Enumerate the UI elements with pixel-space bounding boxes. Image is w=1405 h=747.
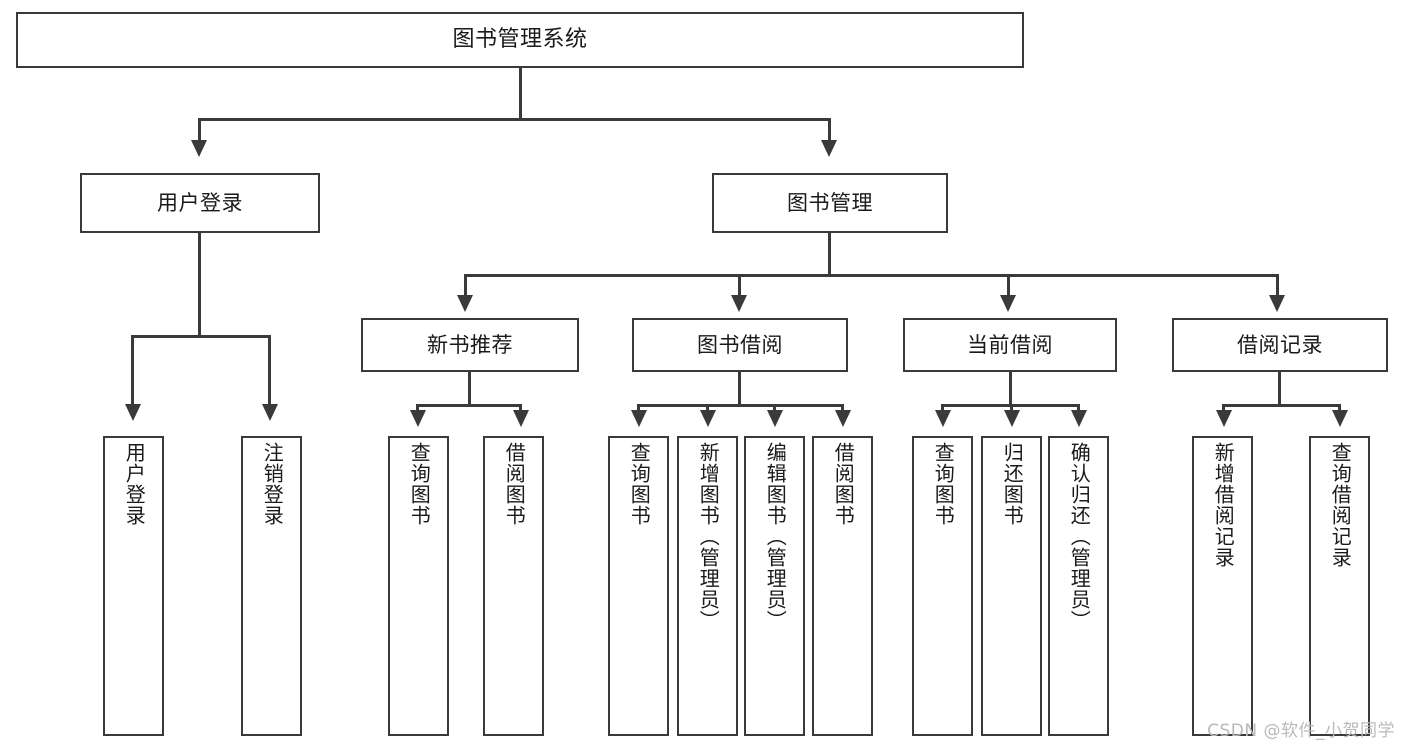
node-root-system[interactable]: 图书管理系统 [16,12,1024,68]
connector-book-manage-stem [828,233,831,277]
arrowhead-user-login [191,140,207,157]
connector-borrow-record-bus [1222,404,1341,407]
connector-user-login-stem [198,233,201,338]
node-user-login[interactable]: 用户登录 [80,173,320,233]
arrowhead-leaf-logout [262,404,278,421]
connector-root-to-book-manage [828,118,831,146]
arrowhead-br-add-record [1216,410,1232,427]
arrowhead-bb-add-book [700,410,716,427]
arrowhead-nb-query-book [410,410,426,427]
arrowhead-bb-query-book [631,410,647,427]
arrowhead-borrow-record [1269,295,1285,312]
arrowhead-leaf-user-login [125,404,141,421]
connector-root-stem [519,68,522,120]
connector-to-new-book [464,274,467,299]
connector-current-borrow-stem [1009,372,1012,407]
connector-root-bus [198,118,831,121]
node-label: 编辑图书（管理员） [763,442,788,631]
leaf-bb-edit-book[interactable]: 编辑图书（管理员） [744,436,805,736]
connector-root-to-user-login [198,118,201,146]
arrowhead-book-manage [821,140,837,157]
node-current-borrow[interactable]: 当前借阅 [903,318,1117,372]
node-label: 图书借阅 [697,332,783,357]
leaf-br-query-record[interactable]: 查询借阅记录 [1309,436,1370,736]
csdn-watermark: CSDN @软件_小贺同学 [1207,721,1395,741]
node-label: 查询图书 [407,442,432,526]
leaf-bb-add-book[interactable]: 新增图书（管理员） [677,436,738,736]
connector-new-book-stem [468,372,471,407]
leaf-cb-query-book[interactable]: 查询图书 [912,436,973,736]
node-label: 确认归还（管理员） [1067,442,1092,631]
leaf-bb-query-book[interactable]: 查询图书 [608,436,669,736]
node-borrow-record[interactable]: 借阅记录 [1172,318,1388,372]
leaf-br-add-record[interactable]: 新增借阅记录 [1192,436,1253,736]
node-label: 借阅图书 [502,442,527,526]
node-label: 借阅图书 [831,442,856,526]
node-label: 归还图书 [1000,442,1025,526]
node-label: 用户登录 [122,442,147,526]
arrowhead-current-borrow [1000,295,1016,312]
leaf-nb-borrow-book[interactable]: 借阅图书 [483,436,544,736]
node-new-book-recommend[interactable]: 新书推荐 [361,318,579,372]
arrowhead-nb-borrow-book [513,410,529,427]
connector-user-login-child-2 [268,335,271,408]
node-label: 当前借阅 [967,332,1053,357]
connector-new-book-bus [416,404,522,407]
node-book-management[interactable]: 图书管理 [712,173,948,233]
node-label: 借阅记录 [1237,332,1323,357]
connector-book-borrow-bus [637,404,843,407]
connector-to-current-borrow [1007,274,1010,299]
leaf-cb-return-book[interactable]: 归还图书 [981,436,1042,736]
arrowhead-cb-return-book [1004,410,1020,427]
node-label: 新增借阅记录 [1211,442,1236,568]
arrowhead-cb-query-book [935,410,951,427]
leaf-user-login[interactable]: 用户登录 [103,436,164,736]
node-label: 查询借阅记录 [1328,442,1353,568]
connector-book-manage-bus [464,274,1278,277]
node-label: 查询图书 [627,442,652,526]
leaf-nb-query-book[interactable]: 查询图书 [388,436,449,736]
leaf-cb-confirm-return[interactable]: 确认归还（管理员） [1048,436,1109,736]
node-label: 图书管理 [787,190,873,215]
node-label: 注销登录 [260,442,285,526]
connector-to-book-borrow [738,274,741,299]
arrowhead-bb-borrow-book [835,410,851,427]
connector-borrow-record-stem [1278,372,1281,407]
arrowhead-book-borrow [731,295,747,312]
connector-book-borrow-stem [738,372,741,407]
node-label: 查询图书 [931,442,956,526]
connector-to-borrow-record [1276,274,1279,299]
node-label: 图书管理系统 [452,27,588,52]
node-label: 用户登录 [157,190,243,215]
leaf-bb-borrow-book[interactable]: 借阅图书 [812,436,873,736]
arrowhead-br-query-record [1332,410,1348,427]
connector-user-login-child-1 [131,335,134,408]
node-book-borrow[interactable]: 图书借阅 [632,318,848,372]
arrowhead-cb-confirm-return [1071,410,1087,427]
node-label: 新增图书（管理员） [696,442,721,631]
connector-user-login-bus [131,335,270,338]
arrowhead-bb-edit-book [767,410,783,427]
arrowhead-new-book [457,295,473,312]
leaf-logout[interactable]: 注销登录 [241,436,302,736]
node-label: 新书推荐 [427,332,513,357]
